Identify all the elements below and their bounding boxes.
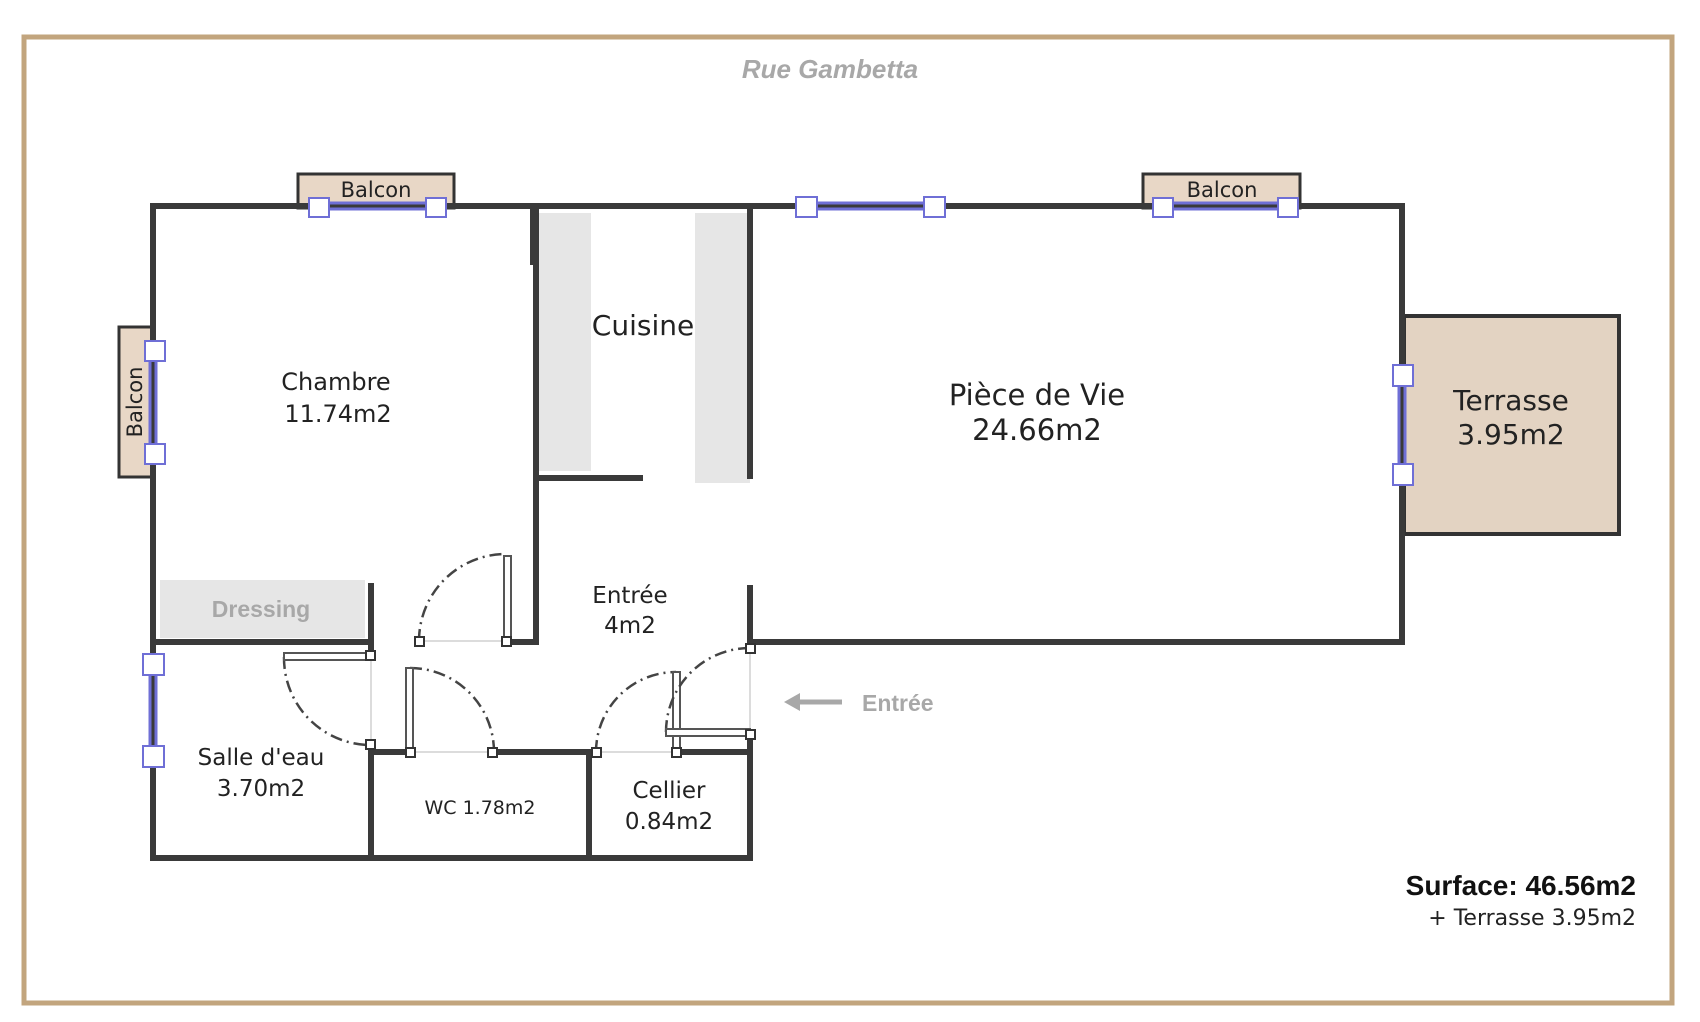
room-entree-area: 4m2 xyxy=(604,613,656,639)
dressing-area xyxy=(160,580,365,638)
room-salle-deau-area: 3.70m2 xyxy=(217,776,305,802)
kitchen-counter-right xyxy=(695,213,750,483)
surface-total: Surface: 46.56m2 xyxy=(1405,870,1636,901)
window-living-top xyxy=(795,196,946,218)
room-salle-deau-name: Salle d'eau xyxy=(198,745,325,771)
room-terrasse-name: Terrasse xyxy=(1452,384,1569,417)
entrance-label: Entrée xyxy=(862,690,934,716)
window-bathroom xyxy=(142,653,165,768)
room-dressing-name: Dressing xyxy=(212,596,310,622)
room-entree-name: Entrée xyxy=(592,583,667,609)
window-bedroom-left xyxy=(144,340,166,465)
room-terrasse-area: 3.95m2 xyxy=(1457,418,1564,451)
door-wc xyxy=(405,666,498,758)
door-bedroom xyxy=(414,552,512,647)
room-chambre-area: 11.74m2 xyxy=(284,400,391,428)
walls xyxy=(150,203,1405,861)
room-wc-label: WC 1.78m2 xyxy=(425,797,536,819)
room-piece-de-vie-name: Pièce de Vie xyxy=(949,378,1125,412)
balcony-label: Balcon xyxy=(341,178,412,202)
page-frame xyxy=(21,34,1675,1006)
door-cellier xyxy=(591,670,682,758)
window-living-balcony xyxy=(1152,197,1299,218)
window-terrace xyxy=(1392,364,1414,486)
room-chambre-name: Chambre xyxy=(281,368,390,396)
room-cuisine-name: Cuisine xyxy=(592,309,694,342)
room-piece-de-vie-area: 24.66m2 xyxy=(972,413,1102,447)
balcony-label: Balcon xyxy=(123,367,147,438)
arrow-left-icon xyxy=(784,693,842,711)
street-name: Rue Gambetta xyxy=(742,54,918,84)
door-bathroom xyxy=(282,650,376,750)
window-bedroom-top xyxy=(308,197,447,218)
door-front xyxy=(664,643,756,740)
room-cellier-name: Cellier xyxy=(633,778,707,804)
balcony-label: Balcon xyxy=(1187,178,1258,202)
terrace xyxy=(1402,314,1621,536)
room-cellier-area: 0.84m2 xyxy=(625,809,713,835)
kitchen-counter-left xyxy=(538,213,591,471)
surface-extra: + Terrasse 3.95m2 xyxy=(1428,906,1636,931)
